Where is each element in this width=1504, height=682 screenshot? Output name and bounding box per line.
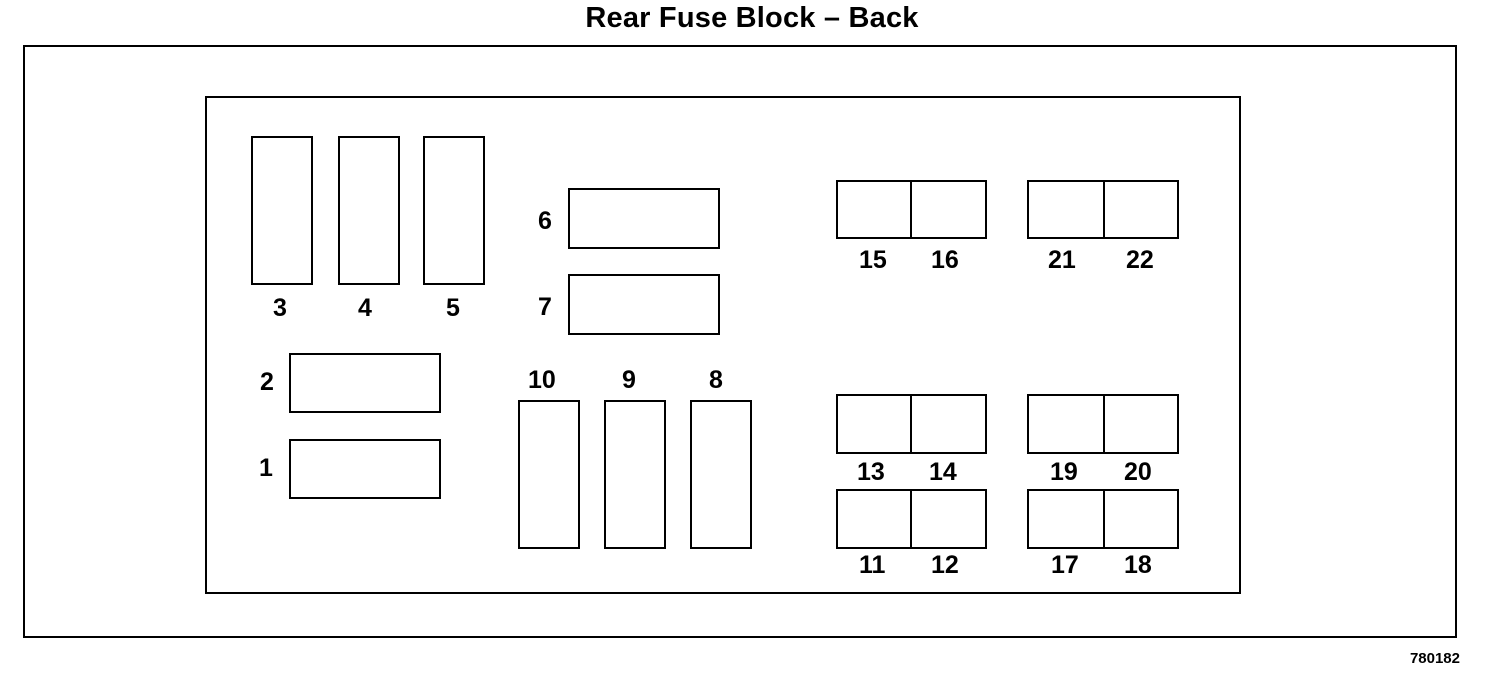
fuse-13 [836,394,913,454]
fuse-12-label: 12 [931,551,959,579]
fuse-19-label: 19 [1050,458,1078,486]
fuse-5-label: 5 [446,294,460,322]
fuse-8-label: 8 [709,366,723,394]
fuse-16 [910,180,987,239]
fuse-2 [289,353,441,413]
fuse-7-label: 7 [538,293,552,321]
fuse-1-label: 1 [259,454,273,482]
fuse-9 [604,400,666,549]
fuse-5 [423,136,485,285]
fuse-17-label: 17 [1051,551,1079,579]
figure-reference-code: 780182 [1409,650,1460,667]
fuse-4 [338,136,400,285]
fuse-1 [289,439,441,499]
fuse-14 [910,394,987,454]
fuse-11 [836,489,913,549]
fuse-block-panel [205,96,1241,594]
fuse-22-label: 22 [1126,246,1154,274]
fuse-6-label: 6 [538,207,552,235]
outer-frame [23,45,1457,638]
fuse-18 [1103,489,1179,549]
fuse-11-label: 11 [859,551,886,579]
fuse-3 [251,136,313,285]
fuse-12 [910,489,987,549]
fuse-9-label: 9 [622,366,636,394]
fuse-3-label: 3 [273,294,287,322]
fuse-15 [836,180,913,239]
fuse-8 [690,400,752,549]
diagram-title: Rear Fuse Block – Back [585,2,919,34]
fuse-17 [1027,489,1106,549]
fuse-10-label: 10 [528,366,556,394]
fuse-4-label: 4 [358,294,372,322]
fuse-10 [518,400,580,549]
fuse-14-label: 14 [929,458,957,486]
fuse-15-label: 15 [859,246,887,274]
fuse-16-label: 16 [931,246,959,274]
fuse-20-label: 20 [1124,458,1152,486]
fuse-7 [568,274,720,335]
fuse-21-label: 21 [1048,246,1076,274]
fuse-22 [1103,180,1179,239]
fuse-18-label: 18 [1124,551,1152,579]
fuse-21 [1027,180,1106,239]
fuse-20 [1103,394,1179,454]
fuse-19 [1027,394,1106,454]
fuse-13-label: 13 [857,458,885,486]
fuse-2-label: 2 [260,368,274,396]
fuse-6 [568,188,720,249]
